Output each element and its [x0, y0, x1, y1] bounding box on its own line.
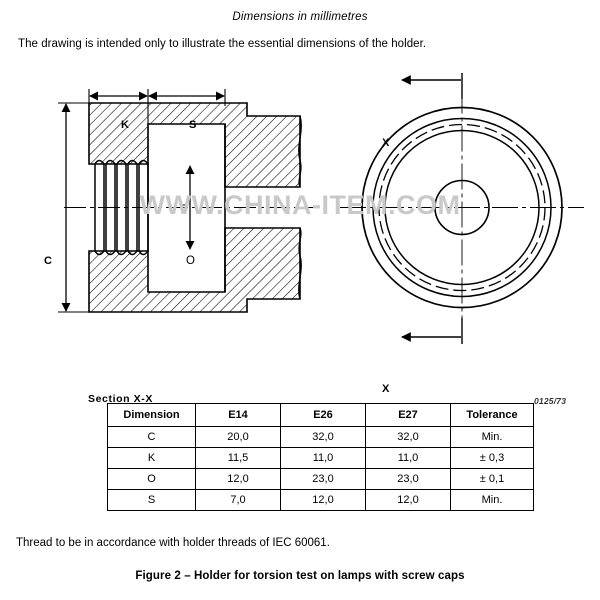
- table-cell: 32,0: [280, 426, 366, 448]
- table-cell: 11,0: [280, 447, 366, 469]
- table-row: C 20,0 32,0 32,0 Min.: [107, 426, 534, 448]
- table-header-cell: Tolerance: [450, 403, 534, 427]
- intro-note: The drawing is intended only to illustra…: [18, 38, 427, 50]
- break-line: [298, 115, 302, 300]
- table-header-cell: Dimension: [107, 403, 196, 427]
- section-arrow-bottom: [401, 318, 463, 344]
- technical-drawing: K S C O X X Section X-X 0125/73: [0, 56, 600, 406]
- table-cell: 11,0: [365, 447, 451, 469]
- section-marker-x-top: X: [382, 137, 390, 149]
- section-arrow-top: [401, 73, 463, 99]
- table-cell: 23,0: [280, 468, 366, 490]
- table-cell: 12,0: [280, 489, 366, 511]
- section-body-lower: [88, 227, 301, 313]
- section-marker-x-bottom: X: [382, 383, 390, 395]
- table-cell: 20,0: [195, 426, 281, 448]
- dimension-c: [58, 102, 92, 313]
- end-view: [340, 87, 584, 328]
- table-cell: 32,0: [365, 426, 451, 448]
- dimension-s: [148, 89, 226, 106]
- table-row: K 11,5 11,0 11,0 ± 0,3: [107, 447, 534, 469]
- table-cell: Min.: [450, 489, 534, 511]
- dimension-label-o: O: [186, 255, 196, 267]
- table-row: S 7,0 12,0 12,0 Min.: [107, 489, 534, 511]
- section-view: [58, 89, 318, 313]
- table-cell: K: [107, 447, 196, 469]
- dimension-label-s: S: [189, 119, 197, 131]
- table-cell: C: [107, 426, 196, 448]
- table-row: O 12,0 23,0 23,0 ± 0,1: [107, 468, 534, 490]
- dimension-label-c: C: [44, 255, 53, 267]
- section-body-upper: [88, 102, 301, 188]
- table-cell: 11,5: [195, 447, 281, 469]
- dimensions-note: Dimensions in millimetres: [232, 11, 368, 23]
- drawing-svg: [58, 73, 584, 344]
- table-cell: 12,0: [365, 489, 451, 511]
- table-cell: S: [107, 489, 196, 511]
- table-cell: O: [107, 468, 196, 490]
- table-header-row: Dimension E14 E26 E27 Tolerance: [107, 403, 534, 427]
- table-cell: ± 0,1: [450, 468, 534, 490]
- table-cell: 23,0: [365, 468, 451, 490]
- thread-profile: [94, 159, 149, 256]
- table-header-cell: E14: [195, 403, 281, 427]
- table-cell: ± 0,3: [450, 447, 534, 469]
- drawing-reference-number: 0125/73: [534, 396, 567, 406]
- dimensions-table: Dimension E14 E26 E27 Tolerance C 20,0 3…: [107, 403, 534, 511]
- section-view-label: Section X-X: [88, 393, 153, 405]
- table-header-cell: E26: [280, 403, 366, 427]
- figure-caption: Figure 2 – Holder for torsion test on la…: [135, 570, 465, 582]
- table-header-cell: E27: [365, 403, 451, 427]
- table-cell: 7,0: [195, 489, 281, 511]
- dimension-label-k: K: [121, 119, 130, 131]
- thread-note: Thread to be in accordance with holder t…: [16, 537, 330, 549]
- table-cell: Min.: [450, 426, 534, 448]
- table-cell: 12,0: [195, 468, 281, 490]
